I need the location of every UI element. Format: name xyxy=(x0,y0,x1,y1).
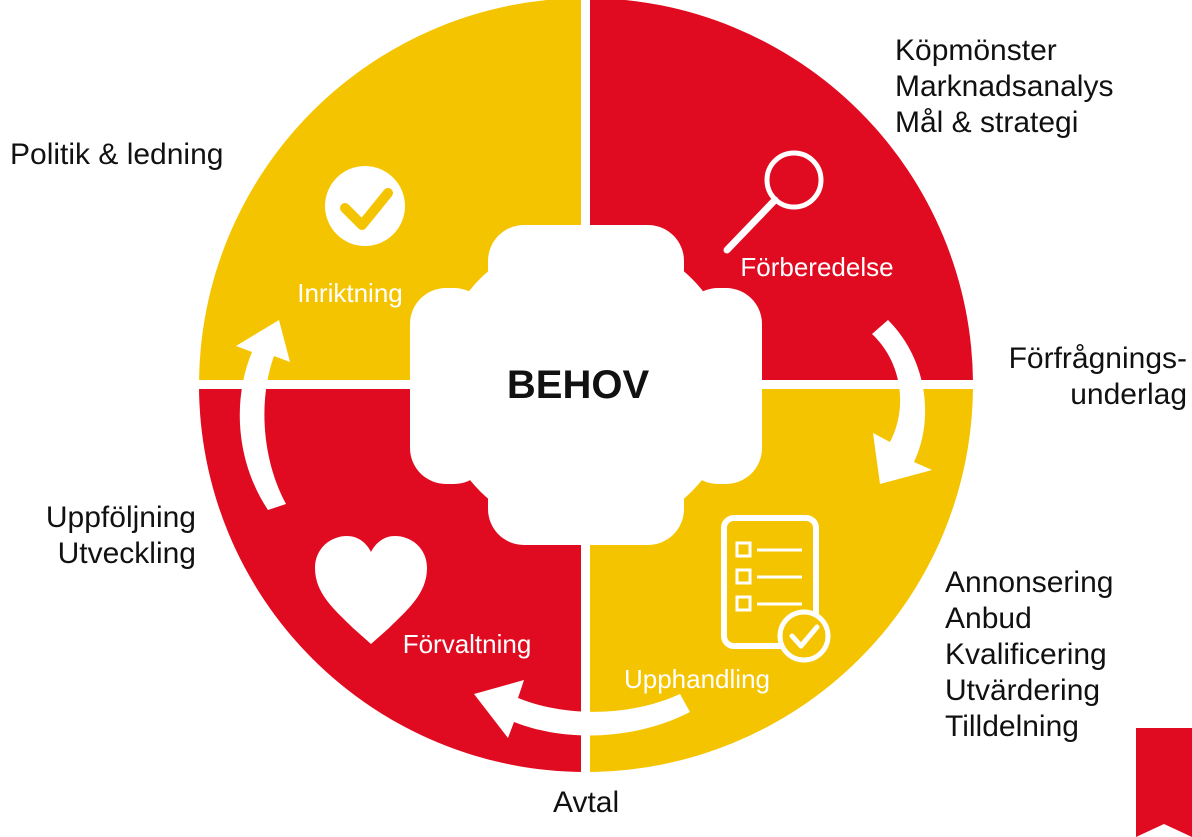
segment-label-upphandling: Upphandling xyxy=(624,664,770,694)
checkmark-circle-icon xyxy=(325,166,405,246)
center-hub xyxy=(410,225,762,545)
arrow-upphandling-to-forvaltning xyxy=(474,680,690,738)
label-annonsering-line-5: Tilldelning xyxy=(945,710,1079,743)
label-politik: Politik & ledning xyxy=(10,137,223,173)
label-uppfoljning-line-2: Utveckling xyxy=(57,537,196,570)
label-avtal: Avtal xyxy=(553,785,619,821)
red-bookmark-shape xyxy=(1136,728,1192,837)
arrow-forberedelse-to-upphandling xyxy=(872,320,932,484)
label-forfragning-line-1: Förfrågnings- xyxy=(1008,342,1187,375)
label-annonsering-line-3: Kvalificering xyxy=(945,638,1107,671)
label-annonsering-line-1: Annonsering xyxy=(945,566,1114,599)
label-annonsering-line-4: Utvärdering xyxy=(945,674,1101,707)
checklist-document-icon xyxy=(721,515,831,663)
label-annonsering-line-2: Anbud xyxy=(945,602,1032,635)
label-kopmonster-line-2: Marknadsanalys xyxy=(895,70,1114,103)
arrow-forvaltning-to-inriktning xyxy=(236,320,290,510)
segment-label-forvaltning: Förvaltning xyxy=(403,629,532,659)
label-avtal-line: Avtal xyxy=(553,786,620,819)
label-forfragning-line-2: underlag xyxy=(1070,378,1187,411)
label-forfragning: Förfrågnings- underlag xyxy=(987,341,1187,413)
magnifier-icon xyxy=(723,150,824,254)
label-kopmonster-line-3: Mål & strategi xyxy=(895,106,1079,139)
label-uppfoljning-line-1: Uppföljning xyxy=(45,501,196,534)
label-kopmonster-line-1: Köpmönster xyxy=(895,34,1057,67)
label-kopmonster: Köpmönster Marknadsanalys Mål & strategi xyxy=(895,33,1113,141)
label-politik-line: Politik & ledning xyxy=(10,138,224,171)
label-uppfoljning: Uppföljning Utveckling xyxy=(24,500,196,572)
heart-icon xyxy=(315,536,427,644)
segment-label-forberedelse: Förberedelse xyxy=(740,252,893,282)
label-annonsering: Annonsering Anbud Kvalificering Utvärder… xyxy=(945,565,1113,745)
segment-label-inriktning: Inriktning xyxy=(297,278,403,308)
center-label: BEHOV xyxy=(507,363,650,407)
